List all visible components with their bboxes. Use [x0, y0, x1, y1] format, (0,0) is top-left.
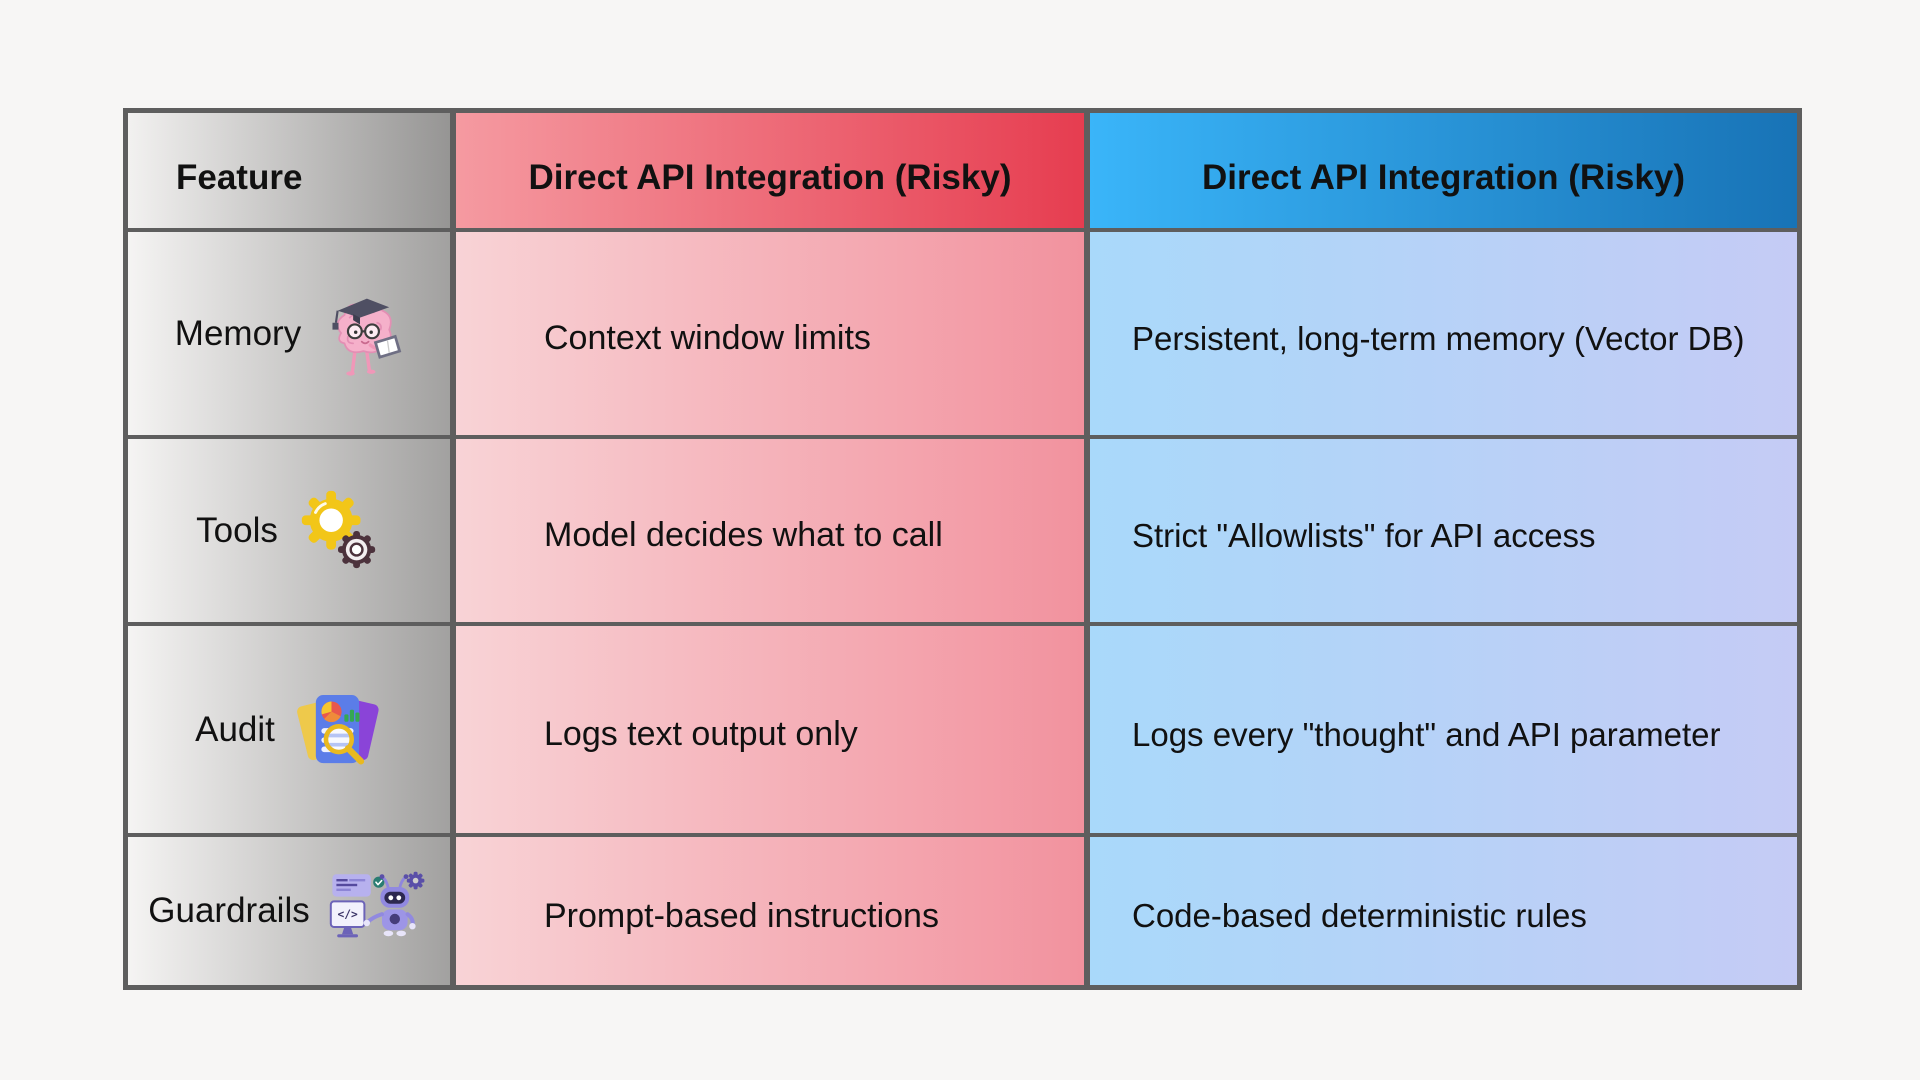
header-safe-label: Direct API Integration (Risky): [1202, 157, 1685, 197]
brain-graduate-icon: [317, 286, 403, 381]
feature-label-tools: Tools: [196, 510, 278, 550]
safe-cell-guardrails: Code-based deterministic rules: [1090, 837, 1797, 985]
risky-cell-memory: Context window limits: [456, 232, 1084, 435]
safe-cell-audit: Logs every "thought" and API parameter: [1090, 626, 1797, 833]
robot-coding-icon: </>: [326, 871, 430, 951]
feature-label-audit: Audit: [195, 709, 275, 749]
feature-cell-guardrails: Guardrails: [128, 837, 450, 985]
comparison-table: Feature Direct API Integration (Risky) D…: [123, 108, 1802, 990]
svg-text:</>: </>: [337, 908, 357, 921]
feature-cell-audit: Audit: [128, 626, 450, 833]
audit-documents-icon: [291, 684, 383, 776]
risky-cell-guardrails: Prompt-based instructions: [456, 837, 1084, 985]
feature-cell-memory: Memory: [128, 232, 450, 435]
safe-cell-tools: Strict "Allowlists" for API access: [1090, 439, 1797, 622]
risky-cell-audit: Logs text output only: [456, 626, 1084, 833]
header-feature-label: Feature: [176, 157, 303, 197]
header-feature: Feature: [128, 113, 450, 228]
feature-cell-tools: Tools: [128, 439, 450, 622]
header-risky: Direct API Integration (Risky): [456, 113, 1084, 228]
gears-icon: [294, 487, 382, 575]
header-risky-label: Direct API Integration (Risky): [528, 157, 1012, 197]
header-safe: Direct API Integration (Risky): [1090, 113, 1797, 228]
safe-cell-memory: Persistent, long-term memory (Vector DB): [1090, 232, 1797, 435]
feature-label-guardrails: Guardrails: [148, 891, 310, 931]
risky-cell-tools: Model decides what to call: [456, 439, 1084, 622]
feature-label-memory: Memory: [174, 313, 302, 353]
